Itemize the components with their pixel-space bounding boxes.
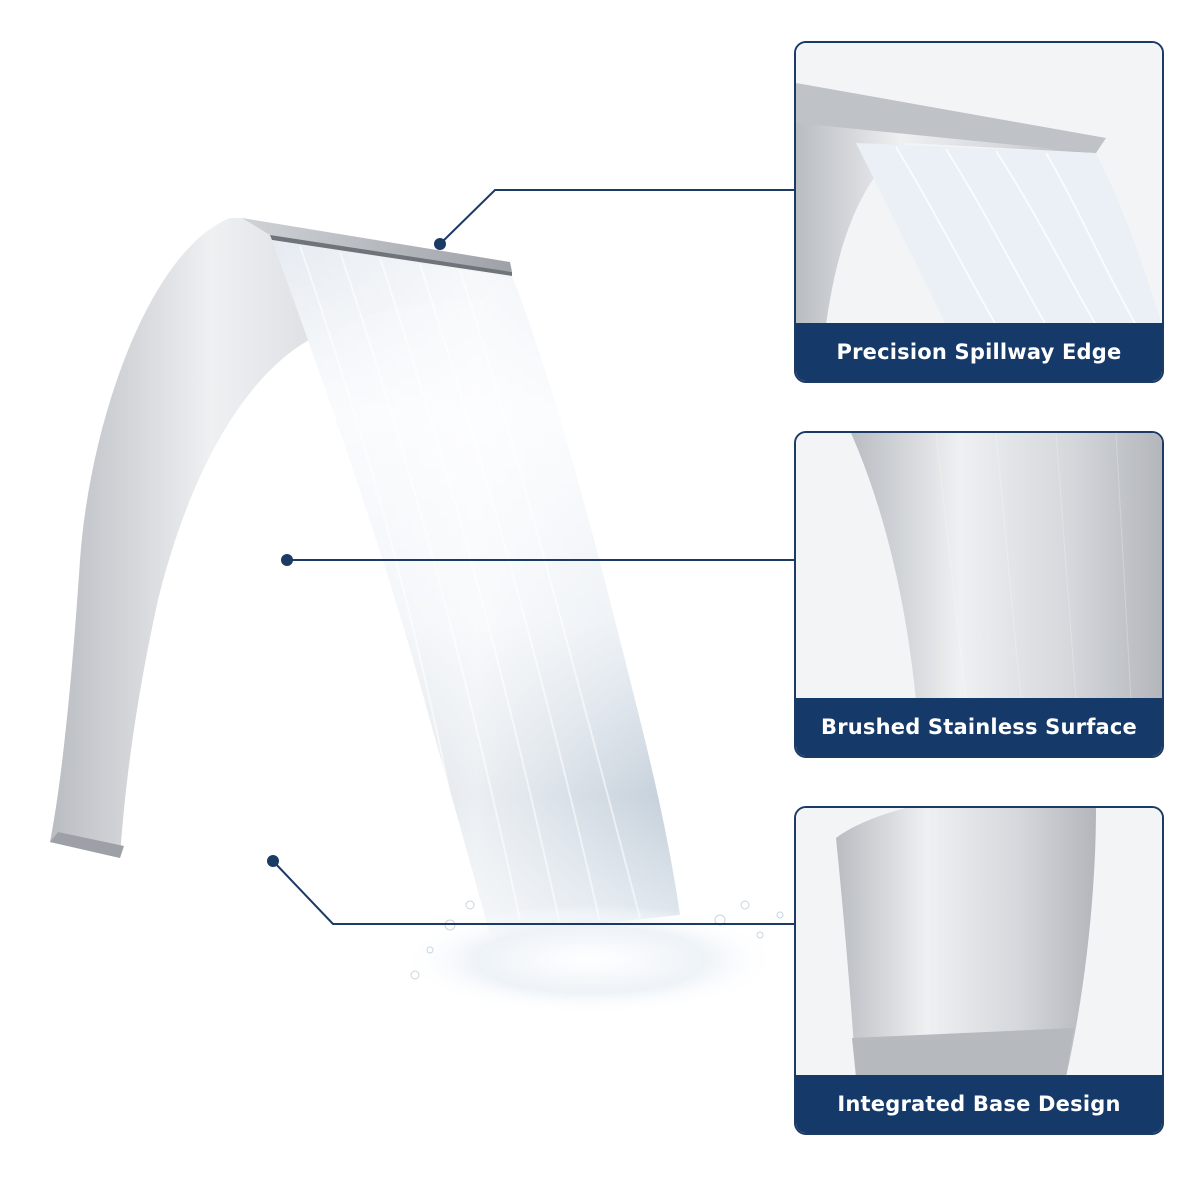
- marker-dot-base: [267, 855, 279, 867]
- surface-detail-image: [796, 433, 1162, 700]
- marker-dot-surface: [281, 554, 293, 566]
- base-detail-image: [796, 808, 1162, 1077]
- callout-label: Brushed Stainless Surface: [796, 698, 1162, 756]
- callout-label: Integrated Base Design: [796, 1075, 1162, 1133]
- marker-dot-spillway: [434, 238, 446, 250]
- callout-spillway-edge: Precision Spillway Edge: [794, 41, 1164, 383]
- water-splash: [400, 900, 784, 1015]
- callout-label: Precision Spillway Edge: [796, 323, 1162, 381]
- spillway-detail-image: [796, 43, 1162, 325]
- water-curtain: [272, 240, 680, 935]
- callout-brushed-surface: Brushed Stainless Surface: [794, 431, 1164, 758]
- leader-lines: [272, 189, 794, 925]
- callout-integrated-base: Integrated Base Design: [794, 806, 1164, 1135]
